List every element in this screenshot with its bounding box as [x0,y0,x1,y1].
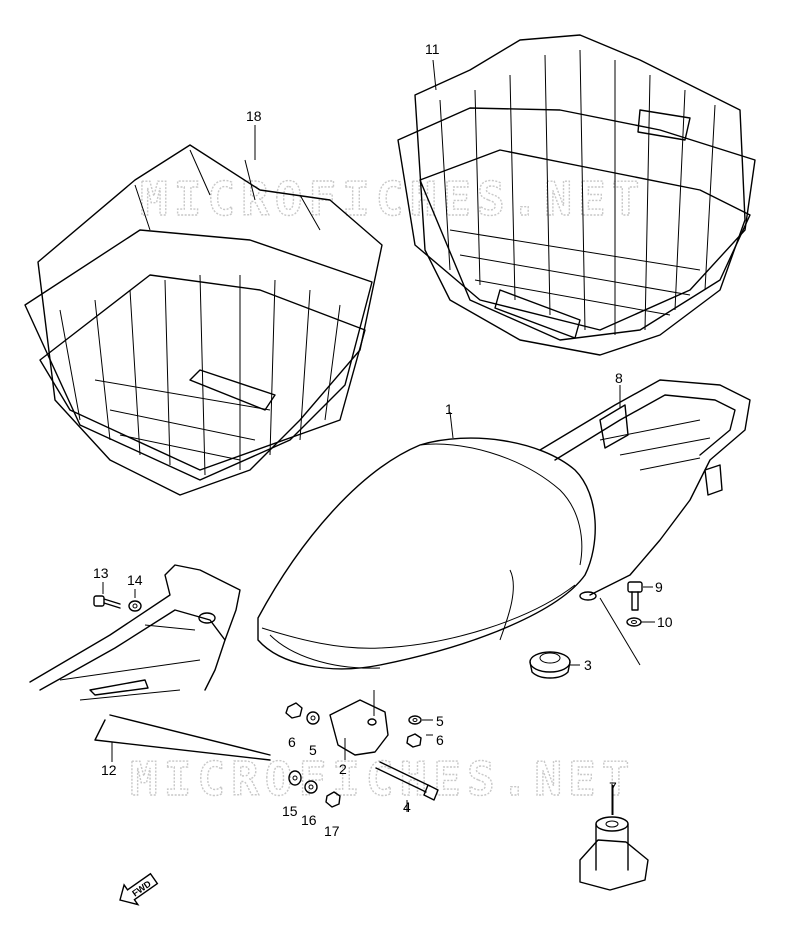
watermark-top: MICROFICHES.NET [140,172,645,226]
washer-5-left[interactable] [306,711,320,725]
washer-10[interactable] [626,617,642,627]
forward-arrow-icon: FWD [119,872,159,906]
bolt-13[interactable] [93,595,121,609]
rear-carrier-left[interactable] [29,564,271,761]
callout-13[interactable]: 13 [93,565,109,581]
callout-labels: 1 2 3 4 5 5 6 6 7 8 9 10 11 12 13 14 15 … [93,41,673,839]
callout-7[interactable]: 7 [609,779,617,795]
basket-right[interactable] [397,34,756,356]
washer-16[interactable] [304,780,318,794]
watermark-bottom: MICROFICHES.NET [130,752,635,806]
seat-lock[interactable] [579,784,649,891]
callout-5-right[interactable]: 5 [436,713,444,729]
callout-10[interactable]: 10 [657,614,673,630]
washer-15[interactable] [288,770,302,786]
long-bolt[interactable] [375,761,439,801]
nut-6-left[interactable] [285,702,303,719]
callout-5-left[interactable]: 5 [309,742,317,758]
nut-17[interactable] [325,791,341,808]
callout-11[interactable]: 11 [425,41,440,57]
bolt-9[interactable] [627,581,643,611]
callout-14[interactable]: 14 [127,572,143,588]
callout-16[interactable]: 16 [301,812,317,828]
callout-8[interactable]: 8 [615,370,623,386]
callout-1[interactable]: 1 [445,401,453,417]
nut-14[interactable] [128,600,142,612]
callout-12[interactable]: 12 [101,762,117,778]
callout-4[interactable]: 4 [403,799,411,815]
callout-15[interactable]: 15 [282,803,298,819]
callout-6-left[interactable]: 6 [288,734,296,750]
washer-5-right[interactable] [408,715,422,725]
callout-3[interactable]: 3 [584,657,592,673]
callout-18[interactable]: 18 [246,108,262,124]
basket-left[interactable] [24,144,383,496]
callout-6-right[interactable]: 6 [436,732,444,748]
callout-2[interactable]: 2 [339,761,347,777]
rear-carrier-right[interactable] [539,379,751,666]
leader-lines [102,59,655,815]
seat[interactable] [257,437,596,670]
callout-9[interactable]: 9 [655,579,663,595]
callout-17[interactable]: 17 [324,823,340,839]
hinge-bracket[interactable] [329,690,389,756]
grommet[interactable] [529,651,571,679]
nut-6-right[interactable] [406,733,422,748]
